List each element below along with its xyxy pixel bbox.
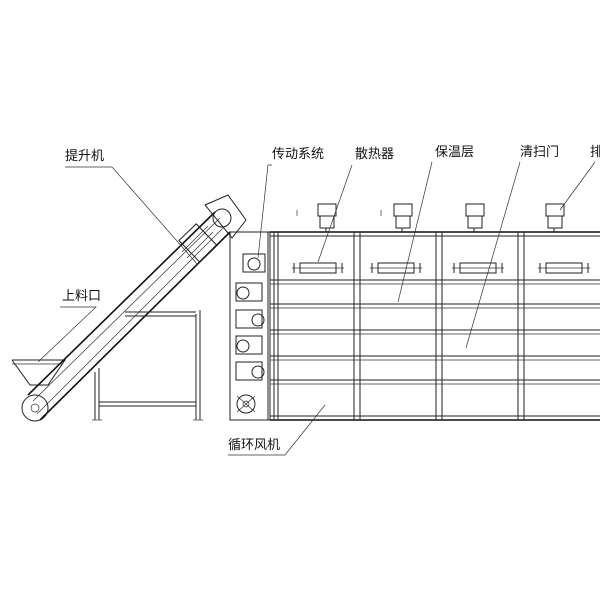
radiator-1 <box>292 262 344 274</box>
elevator-motor <box>178 223 218 263</box>
drive-gear-4 <box>235 335 263 355</box>
radiator-3 <box>452 262 504 274</box>
drive-gear-2 <box>235 282 263 302</box>
section-columns <box>273 232 525 420</box>
radiator-2 <box>370 262 422 274</box>
label-feed-inlet: 上料口 <box>62 289 101 304</box>
drive-gear-5 <box>235 361 265 381</box>
elevator-conveyor <box>11 194 247 422</box>
radiator-4 <box>538 262 590 274</box>
fan-motor <box>236 394 256 414</box>
feed-hopper <box>11 359 66 386</box>
exhaust-duct-4 <box>545 203 565 232</box>
dryer-body <box>270 203 600 421</box>
bottom-pulley <box>21 394 49 422</box>
label-cleaning-door: 清扫门 <box>520 145 559 160</box>
belt-rail-upper <box>27 211 216 396</box>
drive-system-column <box>229 231 271 421</box>
exhaust-duct-3 <box>465 203 485 232</box>
label-insulation: 保温层 <box>435 145 474 160</box>
drive-gear-1 <box>242 253 266 273</box>
label-elevator: 提升机 <box>65 148 104 164</box>
belt-rail-lower <box>39 231 231 421</box>
label-circulating-fan: 循环风机 <box>228 438 280 453</box>
label-cut-off: 排 <box>590 145 600 160</box>
conveyor-layers <box>270 279 600 385</box>
drive-gear-3 <box>235 309 265 329</box>
label-radiator: 散热器 <box>355 147 394 162</box>
exhaust-duct-2 <box>393 203 413 232</box>
leader-lines <box>37 161 596 456</box>
label-transmission: 传动系统 <box>272 147 324 162</box>
